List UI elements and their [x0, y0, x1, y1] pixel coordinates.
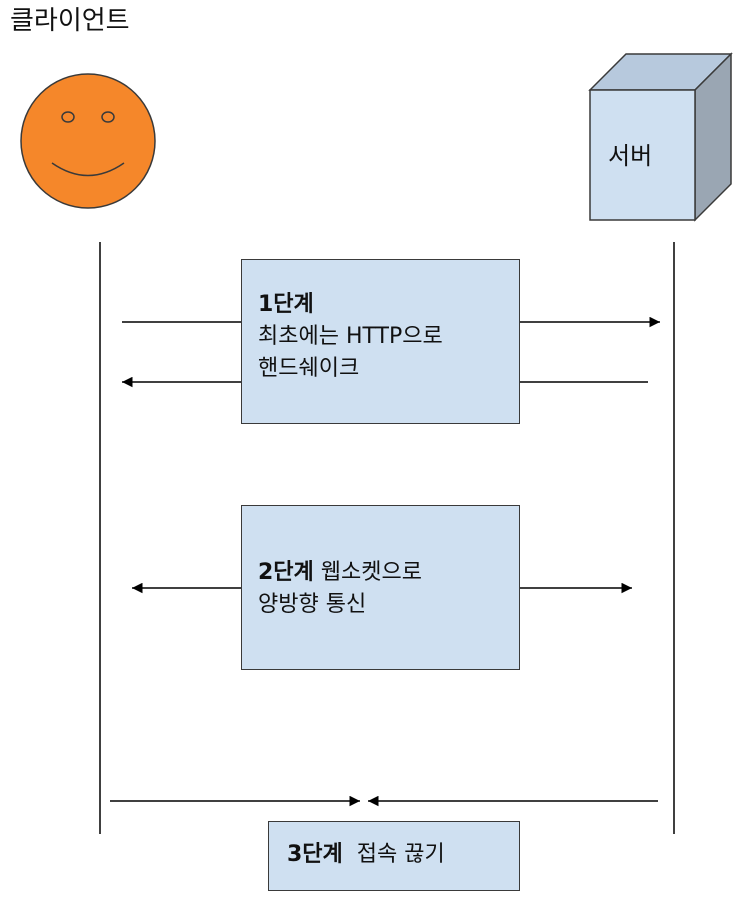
step3-box: 3단계 접속 끊기: [268, 821, 520, 891]
client-label: 클라이언트: [10, 6, 130, 36]
step2-box: 2단계 웹소켓으로 양방향 통신: [241, 505, 520, 670]
step2-line1-rest: 웹소켓으로: [320, 560, 422, 585]
server-label: 서버: [608, 142, 653, 170]
step3-rest: 접속 끊기: [356, 842, 445, 867]
step1-line1: 최초에는 HTTP으로: [258, 324, 443, 349]
server-cube-icon: [588, 52, 733, 222]
step2-title: 2단계: [258, 560, 314, 585]
step2-line2: 양방향 통신: [258, 592, 367, 617]
step3-title: 3단계: [287, 842, 343, 867]
step2-line1: 2단계 웹소켓으로: [258, 558, 422, 588]
smiley-face-icon: [20, 73, 156, 209]
step1-title: 1단계: [258, 292, 314, 317]
step3-line: 3단계 접속 끊기: [287, 840, 445, 870]
step1-line2: 핸드쉐이크: [258, 356, 360, 381]
step1-box: 1단계 최초에는 HTTP으로 핸드쉐이크: [241, 259, 520, 424]
